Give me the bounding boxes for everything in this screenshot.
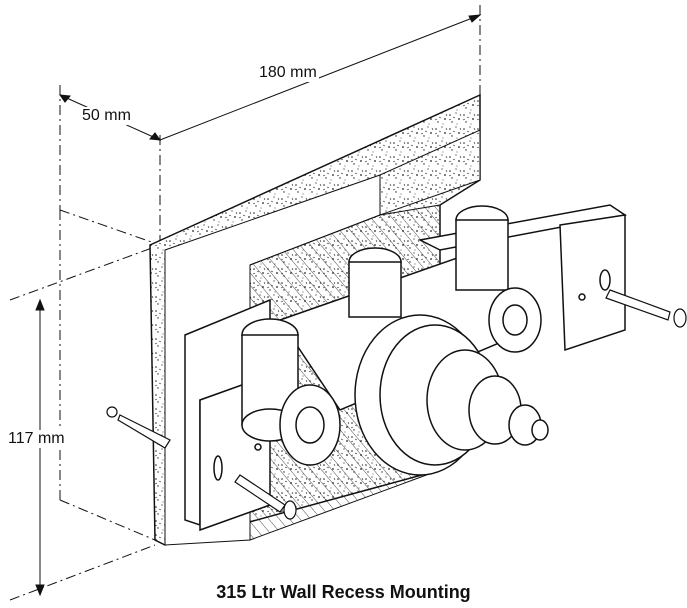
height-dimension-label: 117 mm bbox=[6, 430, 67, 448]
screws bbox=[106, 289, 687, 520]
depth-dimension-label: 50 mm bbox=[80, 107, 133, 125]
diagram-caption: 315 Ltr Wall Recess Mounting bbox=[216, 582, 471, 602]
valve-body bbox=[241, 205, 549, 476]
width-dimension-label: 180 mm bbox=[257, 64, 319, 82]
dimension-lines bbox=[9, 5, 482, 601]
